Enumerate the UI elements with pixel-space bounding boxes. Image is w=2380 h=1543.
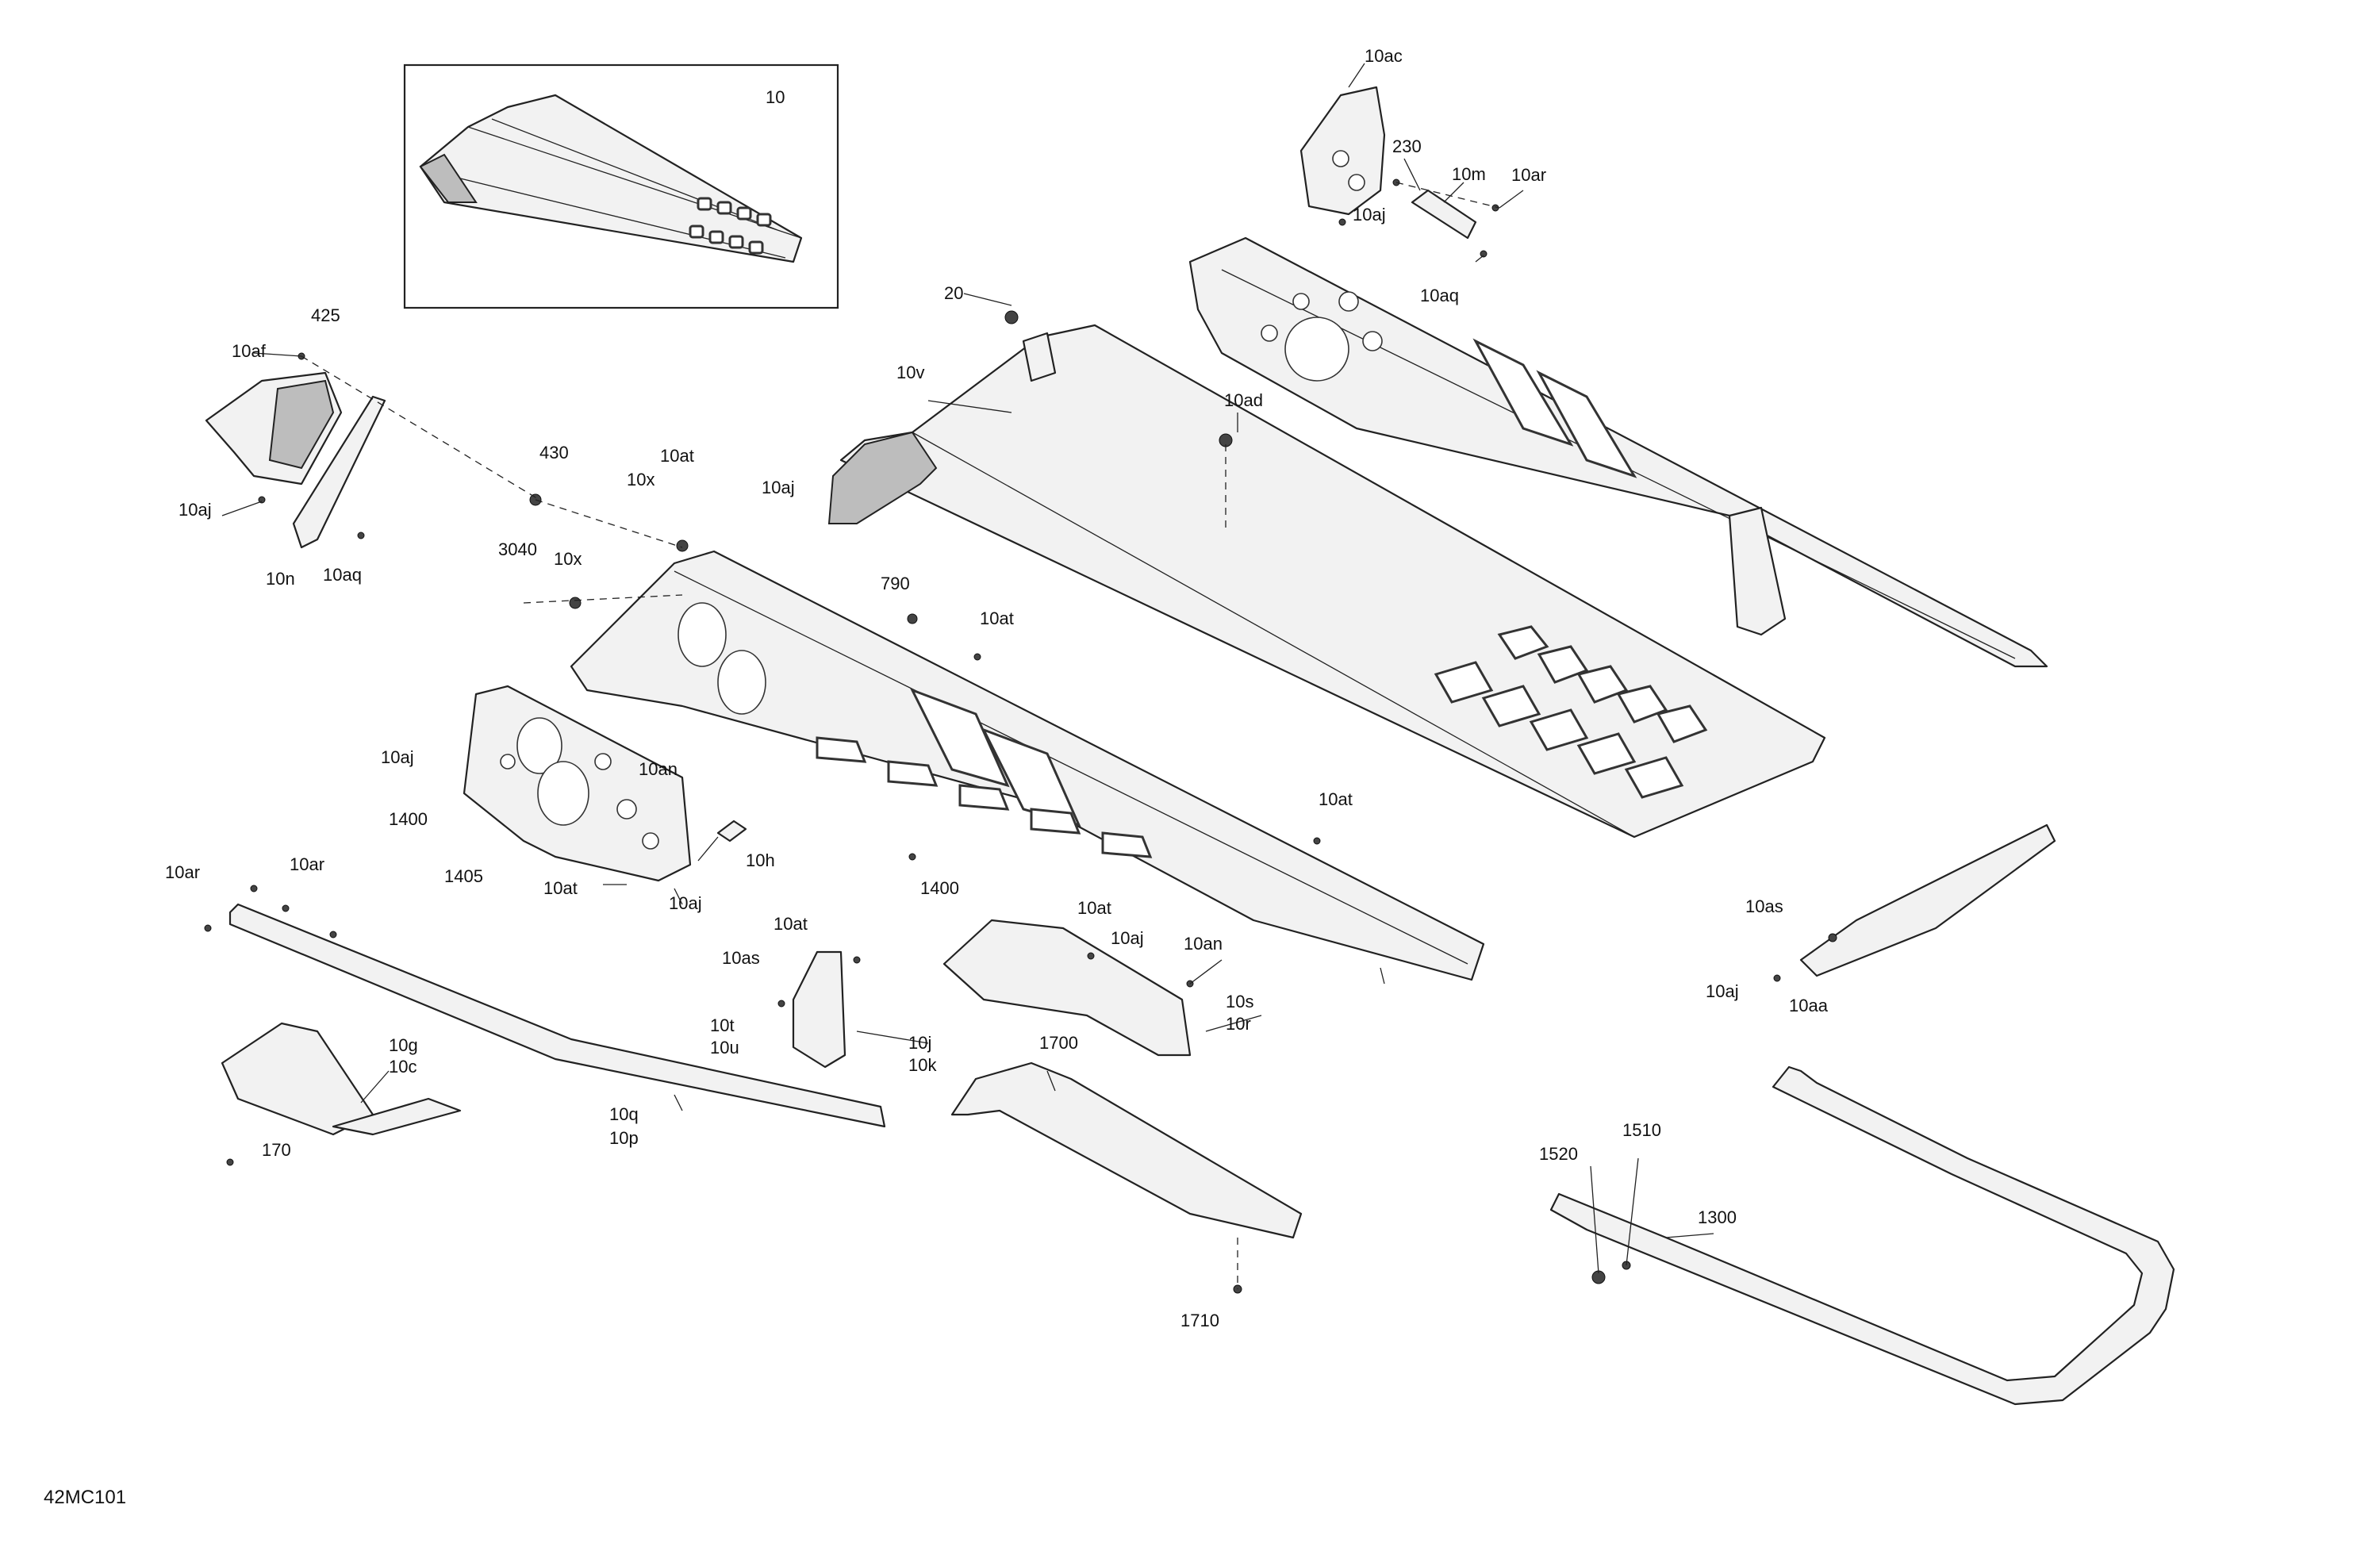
callout-10u: 10u [710, 1038, 739, 1057]
leader-lines [221, 63, 1714, 1289]
bracket-10ac [1299, 86, 1386, 216]
callout-790: 790 [881, 574, 910, 593]
callout-10aj-plate: 10aj [381, 747, 414, 767]
left-side-plate [463, 685, 692, 882]
callout-10at-4: 10at [774, 914, 808, 934]
callout-10as-1: 10as [722, 948, 760, 968]
bracket-10g [221, 1022, 462, 1136]
callout-10aq-top: 10aq [1420, 286, 1459, 305]
callout-430: 430 [539, 443, 569, 463]
callout-3040: 3040 [498, 539, 537, 559]
callout-10at-5: 10at [1077, 898, 1111, 918]
callout-10r: 10r [1226, 1014, 1251, 1034]
callout-10af: 10af [232, 341, 267, 361]
running-board-1700 [950, 1061, 1303, 1239]
callout-10x-1: 10x [627, 470, 654, 489]
callout-10ar-top: 10ar [1511, 165, 1546, 185]
callout-10aj-top: 10aj [1353, 205, 1386, 225]
callout-10at-1: 10at [660, 446, 694, 466]
callout-10ac: 10ac [1365, 46, 1403, 66]
callout-10ar-left: 10ar [165, 862, 200, 882]
inset-assembly [403, 63, 839, 309]
right-side-rail [1188, 236, 2048, 668]
callout-425: 425 [311, 305, 340, 325]
callout-1405: 1405 [444, 866, 483, 886]
tunnel-top-panel [827, 324, 1826, 839]
callout-10at-3: 10at [1319, 789, 1353, 809]
callout-10v: 10v [896, 363, 924, 382]
tunnel-top-cutouts [1434, 625, 1708, 799]
callout-10ad: 10ad [1224, 390, 1263, 410]
callout-10h: 10h [746, 850, 775, 870]
frame-10s [942, 919, 1192, 1057]
callout-10aq-left: 10aq [323, 565, 362, 585]
diagram-code: 42MC101 [44, 1487, 126, 1508]
callout-10at-plate: 10at [543, 878, 578, 898]
callout-10aa: 10aa [1789, 996, 1829, 1015]
callout-10aj-left: 10aj [178, 500, 212, 520]
callout-1700: 1700 [1039, 1033, 1078, 1053]
callout-230: 230 [1392, 136, 1422, 156]
callout-1510: 1510 [1622, 1120, 1661, 1140]
bracket-10n [292, 395, 386, 549]
callout-1520: 1520 [1539, 1144, 1578, 1164]
bracket-10h [716, 819, 747, 843]
callout-10c: 10c [389, 1057, 416, 1077]
callout-10aj-plate2: 10aj [669, 893, 702, 913]
callout-10n: 10n [266, 569, 295, 589]
bracket-10aa [1799, 823, 2056, 977]
callout-10t: 10t [710, 1015, 735, 1035]
callout-20: 20 [944, 283, 963, 303]
callout-1300: 1300 [1698, 1207, 1737, 1227]
callout-10as-2: 10as [1745, 896, 1783, 916]
callout-10g: 10g [389, 1035, 418, 1055]
bracket-10af [205, 371, 343, 486]
callout-1400-mid: 1400 [920, 878, 959, 898]
bumper-1300 [1549, 1065, 2175, 1406]
inset-cutouts [689, 197, 772, 255]
callout-10an-plate: 10an [639, 759, 678, 779]
callout-10aj-mid: 10aj [762, 478, 795, 497]
callout-10: 10 [766, 87, 785, 107]
callout-10q: 10q [609, 1104, 639, 1124]
callout-10s: 10s [1226, 992, 1253, 1011]
stiffener-10q [228, 903, 886, 1128]
callout-10k: 10k [908, 1055, 937, 1075]
callout-10j: 10j [908, 1033, 931, 1053]
callout-1710: 1710 [1180, 1311, 1219, 1330]
callout-10m: 10m [1452, 164, 1486, 184]
callout-labels: 10 10ac 230 10m 10ar 10aj 10aq 20 10v 10… [165, 46, 1829, 1330]
callout-10aj-5: 10aj [1111, 928, 1144, 948]
link-10m [1411, 189, 1477, 240]
callout-10p: 10p [609, 1128, 639, 1148]
callout-1400-left: 1400 [389, 809, 428, 829]
callout-10aj-6: 10aj [1706, 981, 1739, 1001]
left-side-rail [570, 550, 1485, 981]
callout-170: 170 [262, 1140, 291, 1160]
callout-10ar-left2: 10ar [290, 854, 324, 874]
callout-10x-2: 10x [554, 549, 582, 569]
callout-10an-5: 10an [1184, 934, 1223, 954]
bracket-10j [792, 950, 846, 1069]
callout-10at-2: 10at [980, 608, 1014, 628]
